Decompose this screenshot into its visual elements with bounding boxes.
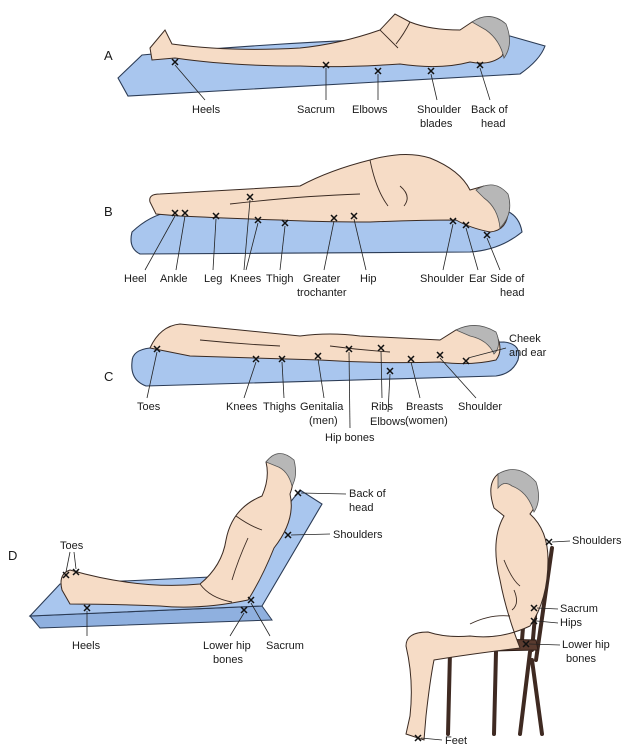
label-e-bones: bones — [566, 653, 596, 665]
label-c-breasts: Breasts — [406, 401, 444, 413]
label-c-women: (women) — [405, 415, 448, 427]
label-b-ear: Ear — [469, 273, 486, 285]
figure-a-body — [150, 14, 507, 67]
label-c-men: (men) — [309, 415, 338, 427]
label-c-genitalia: Genitalia — [300, 401, 344, 413]
label-d-heels: Heels — [72, 640, 101, 652]
label-d-shoulders: Shoulders — [333, 529, 383, 541]
label-c-thighs: Thighs — [263, 401, 297, 413]
section-b-letter: B — [104, 204, 113, 219]
label-b-greater: Greater — [303, 273, 341, 285]
section-b-side: B — [104, 154, 525, 299]
label-d-sacrum: Sacrum — [266, 640, 304, 652]
section-c-letter: C — [104, 369, 113, 384]
label-a-shoulder: Shoulder — [417, 104, 461, 116]
label-d-back-of: Back of — [349, 488, 387, 500]
label-a-back-of: Back of — [471, 104, 509, 116]
label-a-blades: blades — [420, 118, 453, 130]
label-d-lower-hip: Lower hip — [203, 640, 251, 652]
section-a-supine: A Heels Sacrum Elbows Shoulder blades Ba… — [104, 14, 545, 130]
label-e-shoulders: Shoulders — [572, 535, 622, 547]
label-a-sacrum: Sacrum — [297, 104, 335, 116]
label-b-hip: Hip — [360, 273, 377, 285]
section-c-prone: C Toes Knees — [104, 324, 547, 444]
label-c-knees: Knees — [226, 401, 258, 413]
label-c-hip-bones: Hip bones — [325, 432, 375, 444]
label-b-trochanter: trochanter — [297, 287, 347, 299]
label-c-elbows: Elbows — [370, 416, 406, 428]
label-b-heel: Heel — [124, 273, 147, 285]
label-c-ribs: Ribs — [371, 401, 394, 413]
section-a-letter: A — [104, 48, 113, 63]
label-a-head: head — [481, 118, 505, 130]
figure-e-body — [406, 472, 548, 740]
section-d-reclined: D Toes Heels Lower hip bones Sacrum — [8, 453, 387, 666]
label-a-elbows: Elbows — [352, 104, 388, 116]
label-c-cheek: Cheek — [509, 333, 541, 345]
label-e-lower-hip: Lower hip — [562, 639, 610, 651]
label-b-side-of: Side of — [490, 273, 525, 285]
label-b-knees: Knees — [230, 273, 262, 285]
label-b-leg: Leg — [204, 273, 222, 285]
label-b-shoulder: Shoulder — [420, 273, 464, 285]
label-e-hips: Hips — [560, 617, 583, 629]
label-d-head: head — [349, 502, 373, 514]
label-e-feet: Feet — [445, 735, 467, 745]
label-b-thigh: Thigh — [266, 273, 294, 285]
chair-legs — [448, 652, 542, 734]
label-c-shoulder: Shoulder — [458, 401, 502, 413]
label-a-heels: Heels — [192, 104, 221, 116]
section-e-seated: Shoulders Sacrum Hips Lower hip bones Fe… — [406, 470, 622, 745]
label-c-toes: Toes — [137, 401, 161, 413]
section-d-letter: D — [8, 548, 17, 563]
label-e-sacrum: Sacrum — [560, 603, 598, 615]
label-d-bones: bones — [213, 654, 243, 666]
label-c-and-ear: and ear — [509, 347, 547, 359]
label-b-head: head — [500, 287, 524, 299]
label-d-toes: Toes — [60, 540, 84, 552]
label-b-ankle: Ankle — [160, 273, 188, 285]
